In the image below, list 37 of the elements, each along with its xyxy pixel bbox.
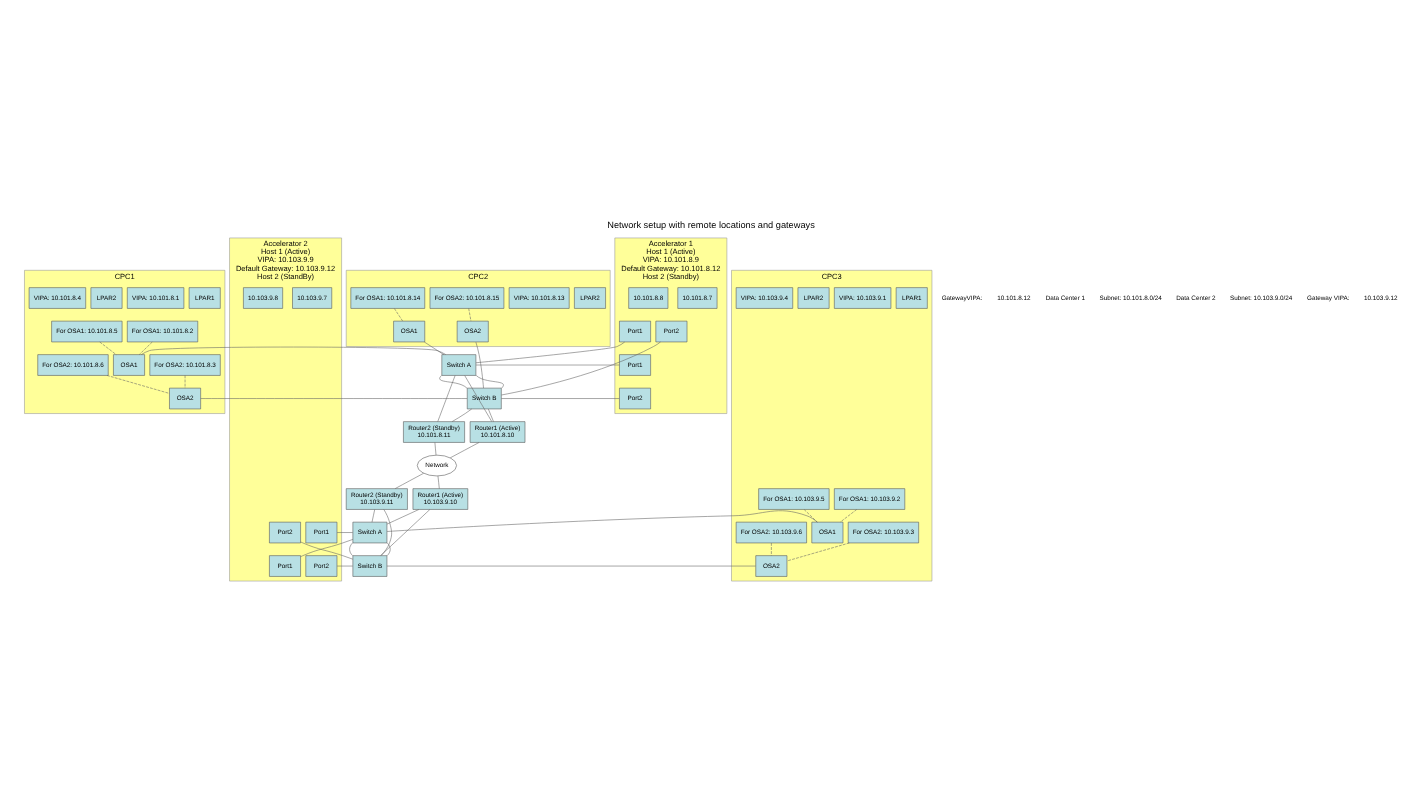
connector [451, 407, 472, 421]
connector [380, 508, 431, 555]
connector [386, 508, 420, 524]
connector [488, 407, 494, 421]
connector [141, 345, 447, 354]
connector [394, 307, 403, 321]
connector [371, 508, 375, 522]
connector [386, 564, 756, 566]
connector [336, 564, 354, 566]
connector [501, 340, 661, 395]
connector [424, 340, 445, 354]
connector [475, 374, 504, 388]
connector [437, 474, 440, 488]
connector [839, 508, 857, 522]
connector [138, 340, 153, 354]
connector [786, 541, 850, 561]
connector [200, 397, 468, 398]
connector [381, 508, 392, 555]
connector [336, 531, 354, 532]
connector [475, 363, 620, 365]
connector [434, 441, 437, 455]
connector [394, 472, 424, 488]
connector [437, 374, 456, 421]
connector [386, 541, 391, 555]
connector [771, 541, 772, 555]
connector [99, 340, 117, 354]
connector [450, 441, 480, 458]
connector [475, 340, 625, 363]
connector [386, 509, 818, 531]
connector [184, 374, 186, 388]
connector [501, 397, 620, 398]
connector [464, 374, 493, 421]
connector [106, 374, 170, 393]
connector [475, 340, 484, 388]
connector [349, 541, 353, 555]
connector [468, 307, 472, 321]
connector [439, 374, 468, 388]
